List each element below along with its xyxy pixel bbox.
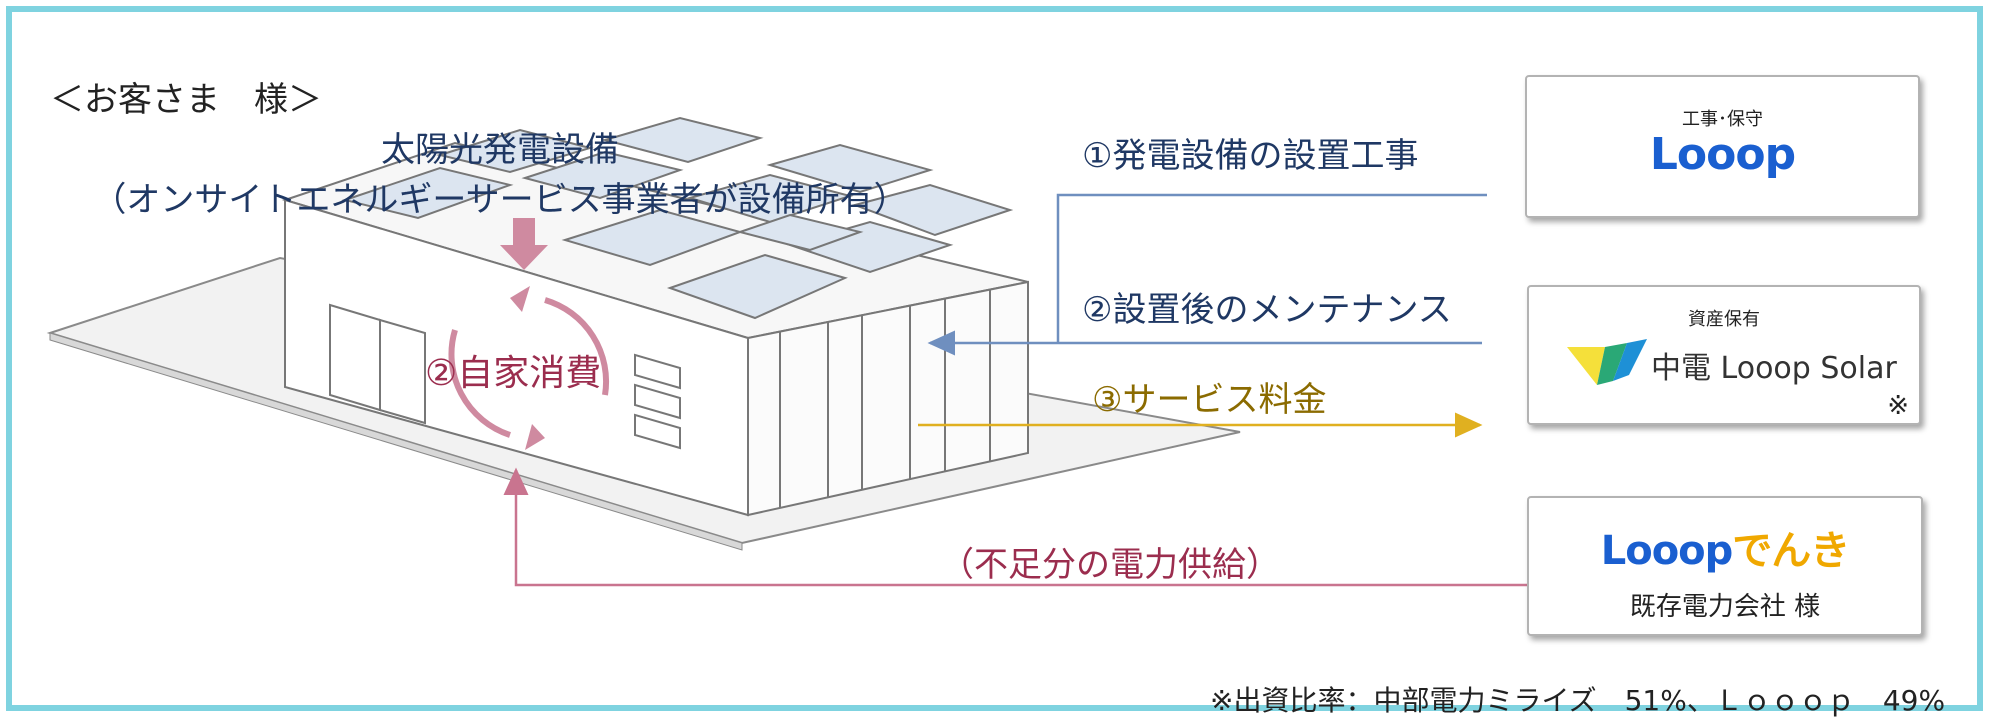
supply-arrow	[503, 467, 1527, 587]
self-consumption-cycle	[448, 297, 610, 438]
cycle-arrowhead-top	[510, 286, 530, 312]
construction-caption: 工事･保守	[1682, 109, 1763, 130]
looop-logo-main: Looop	[1600, 528, 1734, 574]
building	[281, 116, 1029, 517]
cycle-arrowhead-bottom	[525, 424, 545, 450]
solar-panels	[341, 116, 1014, 320]
footnote-mark: ※	[1887, 391, 1909, 421]
install-line	[1056, 193, 1487, 343]
ownership-box: 資産保有 中電 Looop Solar ※	[1527, 285, 1921, 425]
ownership-caption: 資産保有	[1688, 309, 1760, 330]
solar-equipment-title: 太陽光発電設備	[381, 130, 619, 170]
service-fee-label: ③サービス料金	[1092, 380, 1327, 420]
solar-equipment-subtitle: （オンサイトエネルギーサービス事業者が設備所有）	[92, 180, 908, 220]
utility-box: Looopでんき 既存電力会社 様	[1527, 496, 1923, 636]
customer-label: ＜お客さま 様＞	[50, 80, 322, 120]
install-label: ①発電設備の設置工事	[1082, 136, 1419, 176]
looop-denki-logo: Looopでんき	[1529, 518, 1921, 576]
down-arrow	[500, 218, 548, 270]
chuden-looop-solar-icon	[1567, 339, 1647, 385]
self-consumption-label: ②自家消費	[425, 353, 602, 394]
utility-label: 既存電力会社 様	[1629, 592, 1821, 622]
investment-ratio-footnote: ※出資比率：中部電力ミライズ 51%、Ｌｏｏｏｐ 49%	[1210, 684, 1946, 717]
denki-logo-text: でんき	[1732, 528, 1850, 574]
maintenance-label: ②設置後のメンテナンス	[1082, 290, 1452, 330]
supply-label: （不足分の電力供給）	[940, 545, 1280, 585]
looop-logo: Looop	[1649, 129, 1796, 180]
construction-box: 工事･保守 Looop	[1525, 75, 1920, 218]
diagram-frame	[6, 6, 1983, 711]
chuden-looop-solar-logo: 中電 Looop Solar	[1651, 351, 1897, 386]
